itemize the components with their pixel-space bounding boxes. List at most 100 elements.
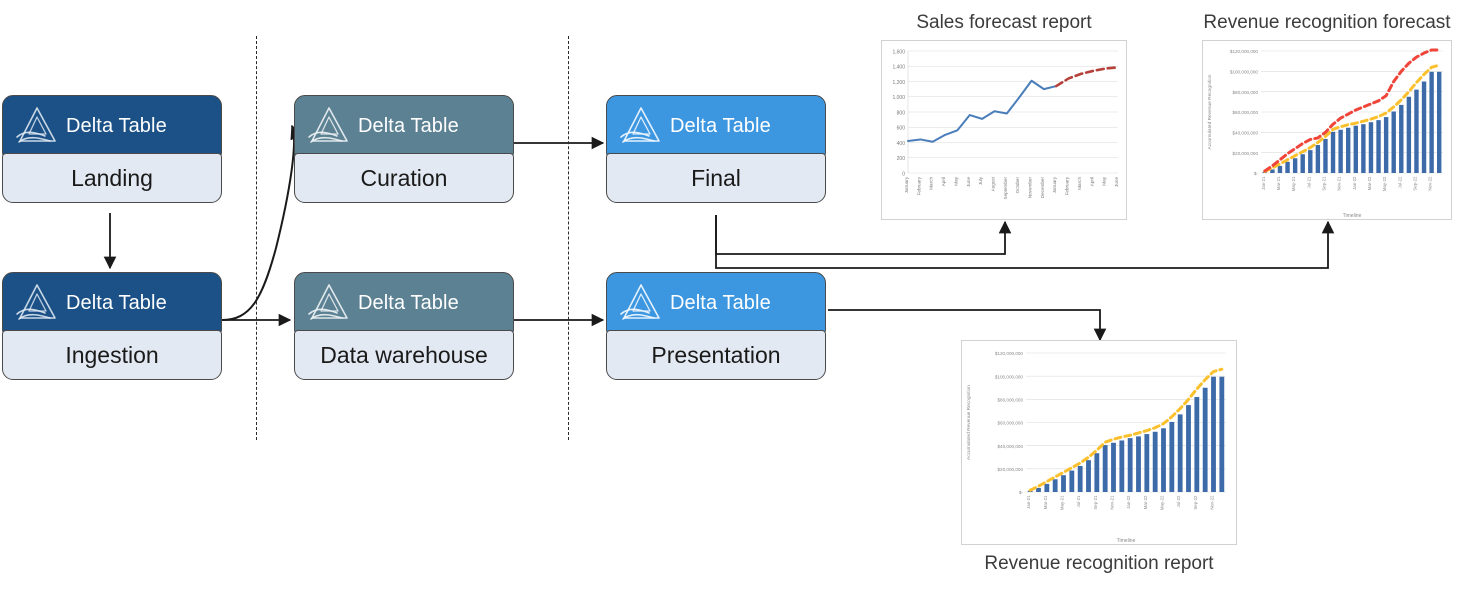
svg-text:Mar-22: Mar-22 [1143, 495, 1148, 509]
chart-frame-revenue-forecast: $-$20,000,000$40,000,000$60,000,000$80,0… [1202, 39, 1452, 220]
node-landing-header: Delta Table [2, 95, 222, 157]
svg-text:April: April [941, 177, 946, 186]
separator-2 [568, 36, 569, 440]
svg-text:Accumulated Revenue Recognitio: Accumulated Revenue Recognition [1207, 74, 1213, 149]
svg-text:1,000: 1,000 [892, 95, 905, 101]
delta-lake-logo-icon [617, 103, 665, 149]
svg-text:Sep-22: Sep-22 [1193, 495, 1198, 510]
svg-text:400: 400 [897, 141, 906, 147]
node-final-body: Final [606, 153, 826, 203]
node-curation[interactable]: Delta Table Curation [294, 95, 514, 203]
chart-card-sales-forecast[interactable]: Sales forecast report 0 200 400 600 800 1,000… [881, 12, 1127, 220]
svg-text:0: 0 [902, 171, 905, 177]
svg-text:Nov-22: Nov-22 [1428, 176, 1433, 191]
node-landing-head-label: Delta Table [66, 114, 167, 137]
svg-text:Jan-22: Jan-22 [1126, 495, 1131, 509]
svg-text:Jan-21: Jan-21 [1261, 176, 1266, 190]
delta-lake-logo-icon [305, 280, 353, 326]
edge-ingestion-to-curation [221, 124, 304, 321]
chart-title-sales-forecast: Sales forecast report [916, 12, 1092, 33]
node-ingestion-label: Ingestion [65, 341, 159, 368]
svg-text:May: May [1102, 176, 1107, 185]
svg-text:March: March [929, 176, 934, 189]
svg-text:April: April [1089, 177, 1094, 186]
delta-lake-logo-icon [13, 103, 61, 149]
node-curation-header: Delta Table [294, 95, 514, 157]
svg-text:June: June [966, 176, 971, 186]
svg-text:March: March [1077, 176, 1082, 189]
delta-lake-logo-icon [305, 103, 353, 149]
svg-text:July: July [978, 176, 983, 185]
svg-text:May: May [953, 176, 958, 185]
chart-title-revenue-report: Revenue recognition report [984, 553, 1214, 574]
svg-text:Jul-21: Jul-21 [1306, 176, 1311, 189]
node-landing-body: Landing [2, 153, 222, 203]
svg-text:$100,000,000: $100,000,000 [995, 374, 1024, 379]
svg-text:$80,000,000: $80,000,000 [1232, 90, 1258, 95]
svg-text:$20,000,000: $20,000,000 [1232, 151, 1258, 156]
edge-presentation-to-revenue-report [828, 309, 1107, 342]
svg-text:$100,000,000: $100,000,000 [1230, 69, 1259, 74]
node-landing[interactable]: Delta Table Landing [2, 95, 222, 203]
svg-text:Jul-22: Jul-22 [1176, 495, 1181, 508]
node-curation-body: Curation [294, 153, 514, 203]
svg-text:May-21: May-21 [1291, 176, 1296, 191]
svg-text:1,600: 1,600 [892, 49, 905, 55]
svg-text:January: January [904, 176, 909, 193]
svg-text:$40,000,000: $40,000,000 [1232, 130, 1258, 135]
svg-text:$60,000,000: $60,000,000 [997, 421, 1023, 426]
svg-text:December: December [1040, 176, 1045, 198]
svg-text:February: February [1065, 176, 1070, 195]
edge-final-to-revenue-forecast [715, 215, 1335, 269]
svg-text:Sep-21: Sep-21 [1093, 495, 1098, 510]
node-curation-label: Curation [360, 164, 448, 191]
svg-text:$-: $- [1019, 490, 1024, 495]
svg-text:Sep-22: Sep-22 [1412, 176, 1417, 191]
node-final-header: Delta Table [606, 95, 826, 157]
svg-text:200: 200 [897, 156, 906, 162]
svg-text:Mar-21: Mar-21 [1043, 495, 1048, 509]
node-presentation[interactable]: Delta Table Presentation [606, 272, 826, 380]
svg-text:$120,000,000: $120,000,000 [995, 351, 1024, 356]
svg-text:$60,000,000: $60,000,000 [1232, 110, 1258, 115]
svg-text:February: February [916, 176, 921, 195]
svg-text:600: 600 [897, 125, 906, 131]
chart-title-revenue-forecast: Revenue recognition forecast [1203, 12, 1451, 33]
node-landing-label: Landing [71, 164, 153, 191]
svg-text:800: 800 [897, 110, 906, 116]
node-presentation-header: Delta Table [606, 272, 826, 334]
node-final-head-label: Delta Table [670, 114, 771, 137]
chart-plot-sales-forecast: 0 200 400 600 800 1,000 1,200 1,400 1,600January… [892, 49, 1120, 199]
node-data-warehouse-header: Delta Table [294, 272, 514, 334]
svg-text:Mar-22: Mar-22 [1367, 176, 1372, 190]
node-final[interactable]: Delta Table Final [606, 95, 826, 203]
node-data-warehouse[interactable]: Delta Table Data warehouse [294, 272, 514, 380]
svg-text:Jul-22: Jul-22 [1397, 176, 1402, 189]
chart-card-revenue-forecast[interactable]: Revenue recognition forecast $-$20,000,0… [1202, 12, 1452, 220]
svg-text:Sep-21: Sep-21 [1321, 176, 1326, 191]
node-ingestion-head-label: Delta Table [66, 291, 167, 314]
node-ingestion-header: Delta Table [2, 272, 222, 334]
svg-text:October: October [1015, 176, 1020, 193]
svg-text:1,400: 1,400 [892, 64, 905, 70]
chart-frame-revenue-report: $- $20,000,000 $40,000,000 $60,000,000 $80,0… [961, 340, 1237, 545]
svg-text:September: September [1003, 176, 1008, 199]
chart-card-revenue-report[interactable]: $- $20,000,000 $40,000,000 $60,000,000 $80,0… [961, 340, 1237, 575]
svg-text:May-22: May-22 [1160, 495, 1165, 510]
svg-text:Accumulated Revenue Recognitio: Accumulated Revenue Recognition [966, 385, 972, 460]
svg-text:Nov-22: Nov-22 [1210, 495, 1215, 510]
svg-text:August: August [990, 176, 995, 191]
svg-text:$80,000,000: $80,000,000 [997, 398, 1023, 403]
node-presentation-head-label: Delta Table [670, 291, 771, 314]
svg-text:$40,000,000: $40,000,000 [997, 444, 1023, 449]
node-ingestion[interactable]: Delta Table Ingestion [2, 272, 222, 380]
svg-text:Timeline: Timeline [1343, 213, 1362, 219]
node-presentation-body: Presentation [606, 330, 826, 380]
svg-text:1,200: 1,200 [892, 80, 905, 86]
node-final-label: Final [691, 164, 741, 191]
svg-text:Jul-21: Jul-21 [1076, 495, 1081, 508]
node-presentation-label: Presentation [651, 341, 781, 368]
svg-text:$20,000,000: $20,000,000 [997, 467, 1023, 472]
